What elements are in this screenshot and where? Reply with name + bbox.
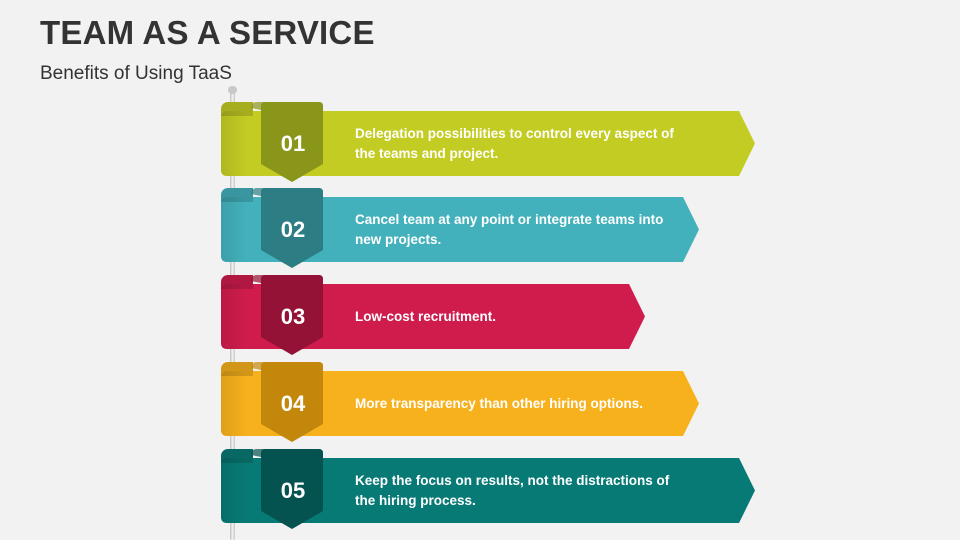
page-subtitle: Benefits of Using TaaS — [40, 63, 232, 84]
ribbon-fold — [221, 188, 253, 202]
benefit-number: 04 — [280, 391, 306, 416]
benefit-text: Low-cost recruitment. — [355, 308, 497, 324]
ribbon-shade — [221, 111, 247, 176]
number-badge — [251, 188, 325, 268]
ribbon-fold — [221, 362, 253, 376]
benefit-ribbon — [221, 371, 699, 436]
page-title: TEAM AS A SERVICE — [40, 14, 375, 51]
timeline-rail-cap — [228, 86, 237, 94]
benefit-ribbon — [221, 197, 699, 262]
benefit-number: 05 — [280, 478, 306, 503]
ribbon-shade — [221, 371, 247, 436]
ribbon-shade — [221, 197, 247, 262]
ribbon-shade — [221, 458, 247, 523]
benefit-ribbon — [221, 458, 755, 523]
benefit-ribbon — [221, 284, 645, 349]
benefit-text: Keep the focus on results, not the distr… — [355, 472, 670, 508]
number-badge — [251, 102, 325, 182]
benefit-number: 01 — [280, 131, 306, 156]
benefit-text: Cancel team at any point or integrate te… — [355, 211, 664, 247]
benefit-ribbon — [221, 111, 755, 176]
ribbon-fold — [221, 449, 253, 463]
number-badge — [251, 275, 325, 355]
benefit-text: More transparency than other hiring opti… — [355, 395, 644, 411]
number-badge — [251, 449, 325, 529]
ribbon-fold — [221, 275, 253, 289]
benefit-number: 02 — [280, 217, 306, 242]
number-badge — [251, 362, 325, 442]
ribbon-shade — [221, 284, 247, 349]
benefit-text: Delegation possibilities to control ever… — [355, 125, 674, 161]
benefit-number: 03 — [280, 304, 306, 329]
ribbon-fold — [221, 102, 253, 116]
